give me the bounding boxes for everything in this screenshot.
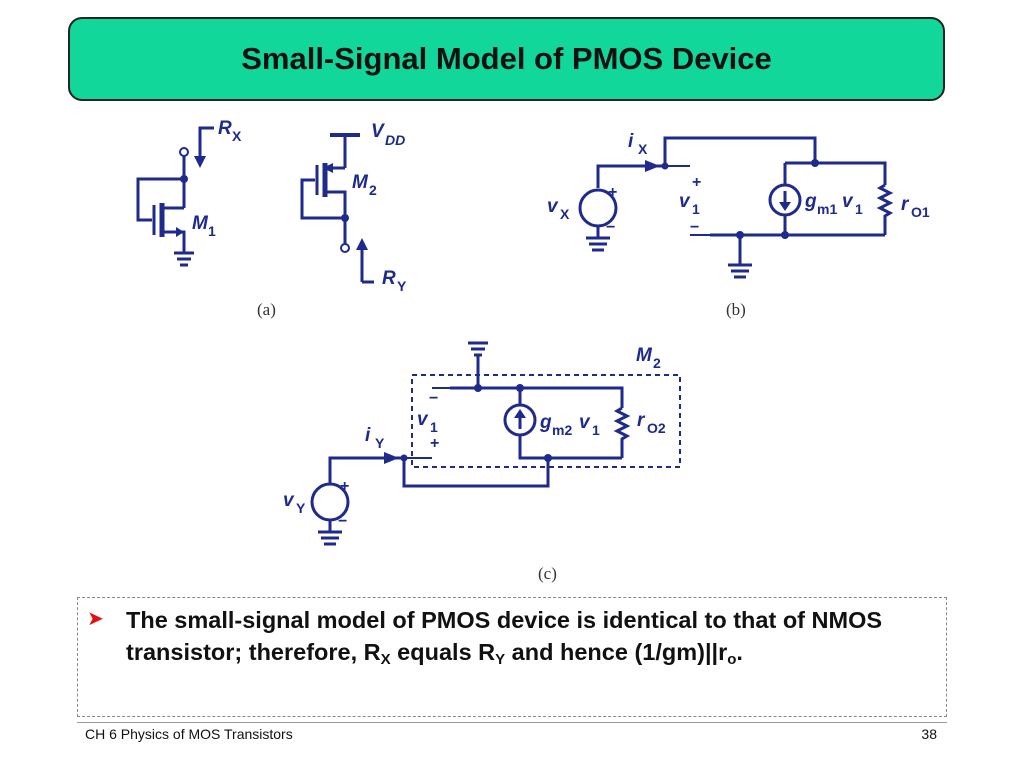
v1c-sub: 1 [430,419,438,435]
bullet-sub-x: X [380,651,391,668]
bullet-text-part4: . [736,639,743,665]
ro1-sub: O1 [911,204,930,220]
v1-label: v [679,191,691,212]
vx-sub: X [560,206,570,222]
vx-label: v [547,196,559,217]
circuit-a-m2: V DD M 2 R Y [300,121,407,294]
v1-sub: 1 [692,201,700,217]
v1c-plus: + [430,435,439,452]
vdd-sub: DD [385,132,405,148]
ry-sub: Y [397,278,407,294]
title-banner: Small-Signal Model of PMOS Device [68,17,945,101]
iy-sub: Y [375,435,385,451]
circuit-a-m1: R X M 1 [136,118,242,267]
gm2-sub: m2 [552,422,572,438]
caption-c: (c) [538,564,557,583]
bullet-arrow-icon: ➤ [87,606,104,630]
vdd-label: V [371,121,385,142]
iy-label: i [365,425,371,446]
bullet-box: ➤ The small-signal model of PMOS device … [77,597,947,717]
slide-title: Small-Signal Model of PMOS Device [241,41,772,76]
v1-minus: − [690,219,699,236]
ro2-sub: O2 [647,420,666,436]
vx-minus: − [606,219,615,236]
caption-a: (a) [257,300,276,319]
m2-sub: 2 [369,182,377,198]
bullet-text: The small-signal model of PMOS device is… [126,604,926,676]
ix-label: i [628,131,634,152]
gm2-v-sub: 1 [592,422,600,438]
v1c-label: v [417,409,429,430]
rx-sub: X [232,128,242,144]
ro2-label: r [637,410,646,431]
gm1-label: g [804,191,817,212]
footer-divider [77,722,947,723]
caption-b: (b) [726,300,746,319]
footer-page-number: 38 [921,726,937,742]
circuit-c: M 2 − v 1 + i Y g m2 v 1 r O2 v Y + − [283,341,681,546]
circuit-b: i X v X + − + v 1 − g m1 v 1 r O1 [547,131,930,279]
rx-label: R [218,118,232,139]
bullet-text-part3: and hence (1/gm)||r [505,639,728,665]
ry-label: R [382,268,396,289]
circuit-figure: R X M 1 V DD M 2 R Y (a) [136,118,930,583]
v1c-minus: − [429,390,438,407]
v1-plus: + [692,174,701,191]
vy-minus: − [338,513,347,530]
bullet-sub-y: Y [495,651,506,668]
ro1-label: r [901,194,910,215]
m2c-sub: 2 [653,355,661,371]
vx-plus: + [608,184,617,201]
ix-sub: X [638,141,648,157]
gm1-v-label: v [842,191,854,212]
vy-label: v [283,490,295,511]
m1-label: M [192,213,209,234]
gm2-label: g [539,412,552,433]
gm1-sub: m1 [817,201,837,217]
footer-chapter: CH 6 Physics of MOS Transistors [85,726,293,742]
m2-label: M [352,172,369,193]
vy-plus: + [340,478,349,495]
bullet-text-part1: The small-signal model of PMOS device is… [126,607,883,665]
gm2-v-label: v [579,412,591,433]
bullet-sub-o: o [727,651,737,668]
vy-sub: Y [296,500,306,516]
gm1-v-sub: 1 [855,201,863,217]
m1-sub: 1 [208,223,216,239]
bullet-text-part2: equals R [390,639,496,665]
m2c-label: M [636,345,653,366]
